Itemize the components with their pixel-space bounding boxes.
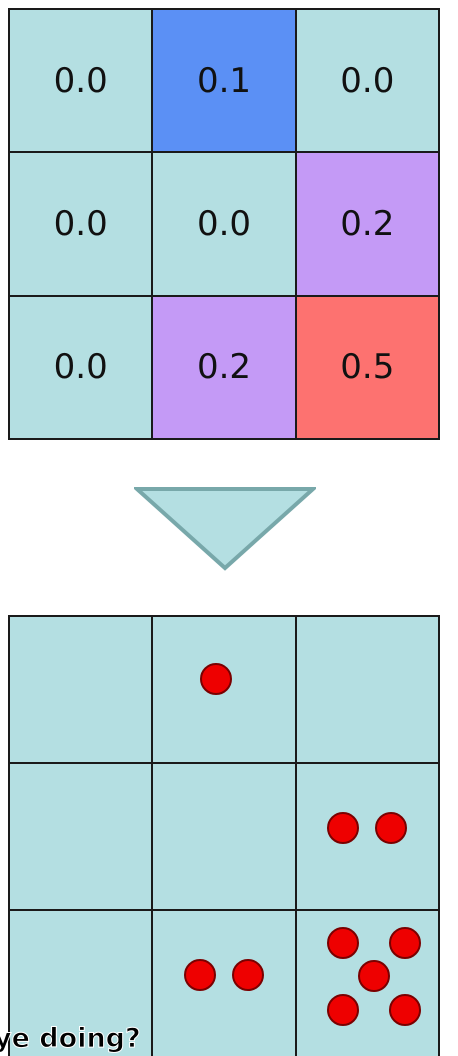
subtitle-caption: ye doing? (0, 1023, 141, 1055)
sample-cell-0 (10, 617, 152, 762)
prob-cell-5: 0.2 (296, 153, 438, 295)
prob-value: 0.2 (196, 347, 252, 388)
sample-cell-2 (296, 617, 438, 762)
prob-value: 0.5 (340, 347, 395, 388)
prob-cell-8: 0.5 (296, 296, 438, 438)
prob-value: 0.2 (340, 203, 395, 244)
sample-cell-3 (10, 764, 152, 909)
sample-dot (327, 926, 360, 959)
prob-value: 0.0 (53, 347, 108, 388)
sample-cell-4 (153, 764, 295, 909)
down-triangle-icon (134, 487, 316, 571)
sample-cell-8 (296, 911, 438, 1056)
prob-cell-6: 0.0 (10, 296, 152, 438)
prob-value: 0.0 (340, 60, 395, 101)
sample-dot (232, 958, 265, 991)
sample-dot (389, 993, 422, 1026)
prob-cell-7: 0.2 (153, 296, 295, 438)
sample-dot (375, 811, 408, 844)
sample-cell-7 (153, 911, 295, 1056)
prob-cell-4: 0.0 (153, 153, 295, 295)
sample-dot (199, 663, 232, 696)
prob-value: 0.0 (53, 203, 108, 244)
sample-dot (327, 993, 360, 1026)
sample-dot (183, 958, 216, 991)
probability-grid: 0.0 0.1 0.0 0.0 0.0 0.2 0.0 0.2 0.5 (8, 8, 440, 440)
prob-cell-1: 0.1 (153, 10, 295, 152)
prob-value: 0.0 (196, 203, 252, 244)
prob-value: 0.1 (196, 60, 252, 101)
sample-cell-1 (153, 617, 295, 762)
sample-grid (8, 615, 440, 1056)
sample-dot (358, 960, 391, 993)
prob-cell-2: 0.0 (296, 10, 438, 152)
sample-dot (327, 811, 360, 844)
sample-cell-6 (10, 911, 152, 1056)
sample-cell-5 (296, 764, 438, 909)
prob-cell-0: 0.0 (10, 10, 152, 152)
sample-dot (389, 926, 422, 959)
prob-value: 0.0 (53, 60, 108, 101)
prob-cell-3: 0.0 (10, 153, 152, 295)
